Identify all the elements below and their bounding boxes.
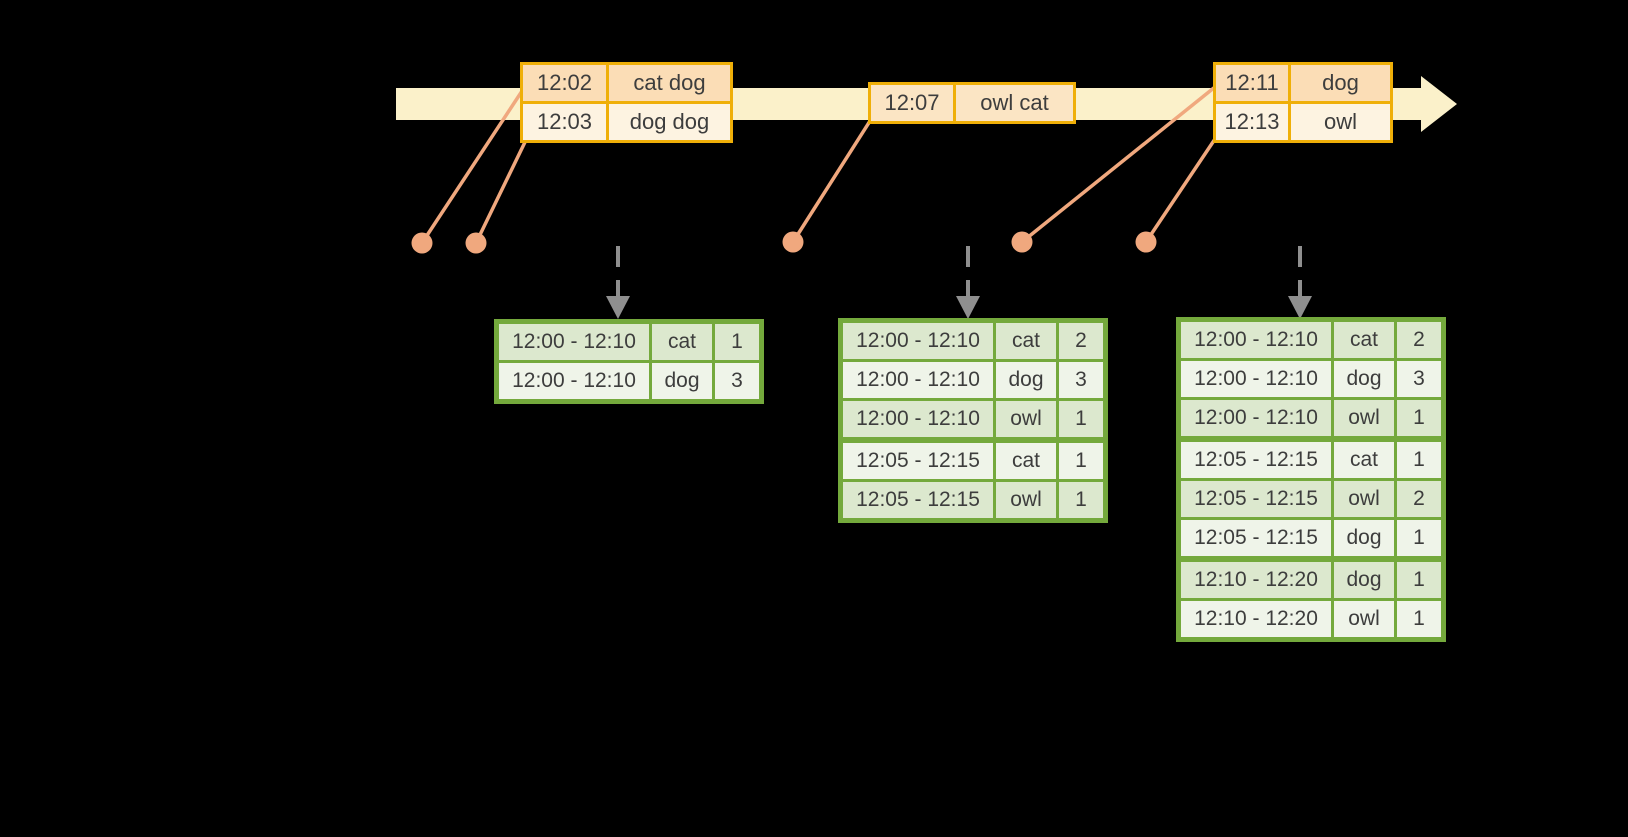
event-words: cat dog — [609, 65, 730, 101]
event-dot-icon — [1135, 231, 1157, 253]
window-cell: 12:05 - 12:15 — [839, 437, 996, 482]
event-row: 12:07 owl cat — [871, 85, 1073, 121]
window-cell: 12:00 - 12:10 — [1177, 358, 1334, 400]
result-table-3: 12:00 - 12:10 cat 2 12:00 - 12:10 dog 3 … — [1176, 317, 1446, 642]
event-connector-line — [791, 120, 872, 243]
count-cell: 1 — [1056, 479, 1107, 522]
word-cell: owl — [993, 479, 1059, 522]
event-row: 12:02 cat dog — [523, 65, 730, 101]
table-row: 12:00 - 12:10 dog 3 — [1177, 358, 1445, 400]
window-cell: 12:10 - 12:20 — [1177, 556, 1334, 601]
table-row: 12:05 - 12:15 dog 1 — [1177, 517, 1445, 561]
event-words: dog — [1291, 65, 1390, 101]
event-connector-line — [1144, 138, 1217, 243]
count-cell: 1 — [1394, 556, 1445, 601]
count-cell: 2 — [1394, 478, 1445, 520]
event-row: 12:03 dog dog — [523, 101, 730, 140]
trigger-arrowhead-icon — [956, 296, 980, 319]
event-time: 12:02 — [523, 65, 609, 101]
table-row: 12:00 - 12:10 owl 1 — [839, 398, 1107, 442]
event-connector-line — [420, 87, 526, 244]
count-cell: 3 — [1394, 358, 1445, 400]
window-cell: 12:00 - 12:10 — [1177, 397, 1334, 441]
event-dot-icon — [782, 231, 804, 253]
event-time-axis-arrowhead-icon — [1421, 76, 1457, 132]
event-time: 12:03 — [523, 104, 609, 140]
word-cell: owl — [1331, 478, 1397, 520]
word-cell: dog — [1331, 517, 1397, 561]
result-table-2: 12:00 - 12:10 cat 2 12:00 - 12:10 dog 3 … — [838, 318, 1108, 523]
count-cell: 1 — [1394, 436, 1445, 481]
event-group-2: 12:07 owl cat — [868, 82, 1076, 124]
word-cell: cat — [993, 319, 1059, 362]
event-group-1: 12:02 cat dog 12:03 dog dog — [520, 62, 733, 143]
window-cell: 12:00 - 12:10 — [839, 319, 996, 362]
count-cell: 1 — [1394, 517, 1445, 561]
count-cell: 1 — [1394, 598, 1445, 641]
count-cell: 1 — [1056, 437, 1107, 482]
word-cell: cat — [993, 437, 1059, 482]
window-cell: 12:00 - 12:10 — [839, 359, 996, 401]
count-cell: 3 — [1056, 359, 1107, 401]
word-cell: dog — [1331, 358, 1397, 400]
window-cell: 12:05 - 12:15 — [839, 479, 996, 522]
word-cell: dog — [1331, 556, 1397, 601]
window-cell: 12:05 - 12:15 — [1177, 517, 1334, 561]
table-row: 12:00 - 12:10 dog 3 — [839, 359, 1107, 401]
table-row: 12:00 - 12:10 cat 1 — [495, 320, 763, 363]
window-cell: 12:00 - 12:10 — [1177, 318, 1334, 361]
event-dot-icon — [1011, 231, 1033, 253]
word-cell: cat — [649, 320, 715, 363]
table-row: 12:10 - 12:20 dog 1 — [1177, 556, 1445, 601]
event-group-3: 12:11 dog 12:13 owl — [1213, 62, 1393, 143]
window-cell: 12:05 - 12:15 — [1177, 478, 1334, 520]
table-row: 12:05 - 12:15 cat 1 — [839, 437, 1107, 482]
event-row: 12:13 owl — [1216, 101, 1390, 140]
table-row: 12:00 - 12:10 cat 2 — [1177, 318, 1445, 361]
event-words: owl cat — [956, 85, 1073, 121]
word-cell: owl — [993, 398, 1059, 442]
table-row: 12:00 - 12:10 owl 1 — [1177, 397, 1445, 441]
count-cell: 3 — [712, 360, 763, 403]
word-cell: dog — [649, 360, 715, 403]
event-time: 12:07 — [871, 85, 956, 121]
table-row: 12:05 - 12:15 owl 1 — [839, 479, 1107, 522]
window-cell: 12:05 - 12:15 — [1177, 436, 1334, 481]
event-words: owl — [1291, 104, 1390, 140]
table-row: 12:00 - 12:10 dog 3 — [495, 360, 763, 403]
window-cell: 12:10 - 12:20 — [1177, 598, 1334, 641]
word-cell: dog — [993, 359, 1059, 401]
count-cell: 2 — [1394, 318, 1445, 361]
word-cell: cat — [1331, 318, 1397, 361]
event-row: 12:11 dog — [1216, 65, 1390, 101]
count-cell: 1 — [1056, 398, 1107, 442]
count-cell: 1 — [1394, 397, 1445, 441]
event-dot-icon — [465, 232, 487, 254]
event-connector-line — [474, 139, 528, 244]
event-time: 12:13 — [1216, 104, 1291, 140]
word-cell: owl — [1331, 598, 1397, 641]
count-cell: 1 — [712, 320, 763, 363]
word-cell: cat — [1331, 436, 1397, 481]
event-words: dog dog — [609, 104, 730, 140]
table-row: 12:05 - 12:15 cat 1 — [1177, 436, 1445, 481]
word-cell: owl — [1331, 397, 1397, 441]
window-cell: 12:00 - 12:10 — [495, 360, 652, 403]
table-row: 12:10 - 12:20 owl 1 — [1177, 598, 1445, 641]
window-cell: 12:00 - 12:10 — [495, 320, 652, 363]
event-time: 12:11 — [1216, 65, 1291, 101]
event-dot-icon — [411, 232, 433, 254]
trigger-arrowhead-icon — [1288, 296, 1312, 319]
count-cell: 2 — [1056, 319, 1107, 362]
trigger-arrowhead-icon — [606, 296, 630, 319]
event-connector-line — [1020, 85, 1217, 244]
result-table-1: 12:00 - 12:10 cat 1 12:00 - 12:10 dog 3 — [494, 319, 764, 404]
table-row: 12:05 - 12:15 owl 2 — [1177, 478, 1445, 520]
window-cell: 12:00 - 12:10 — [839, 398, 996, 442]
table-row: 12:00 - 12:10 cat 2 — [839, 319, 1107, 362]
